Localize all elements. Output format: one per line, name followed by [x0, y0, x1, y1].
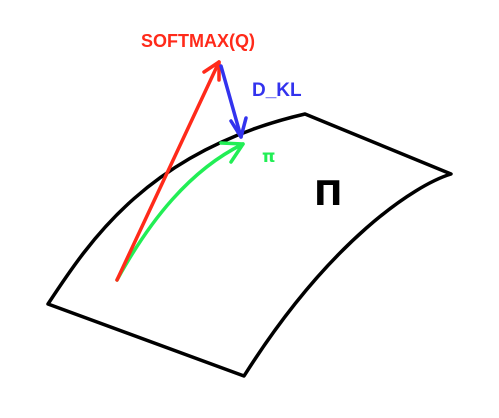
softmax-shaft: [115, 60, 221, 282]
pi-arrowhead: [219, 141, 245, 164]
pi-label: π: [262, 147, 275, 167]
softmax-arrowhead: [202, 60, 221, 82]
policy-manifold: [46, 112, 453, 378]
kl-projection-arrow: [219, 64, 248, 139]
pi-curve: [115, 142, 245, 282]
softmax-label: SOFTMAX(Q): [141, 31, 255, 51]
kl-label: D_KL: [252, 80, 302, 101]
pi-curve-arrow: [115, 141, 245, 282]
policy-set-label: Π: [314, 174, 342, 214]
kl-shaft: [219, 64, 243, 139]
kl-arrowhead: [229, 116, 248, 139]
softmax-arrow: [115, 60, 221, 282]
